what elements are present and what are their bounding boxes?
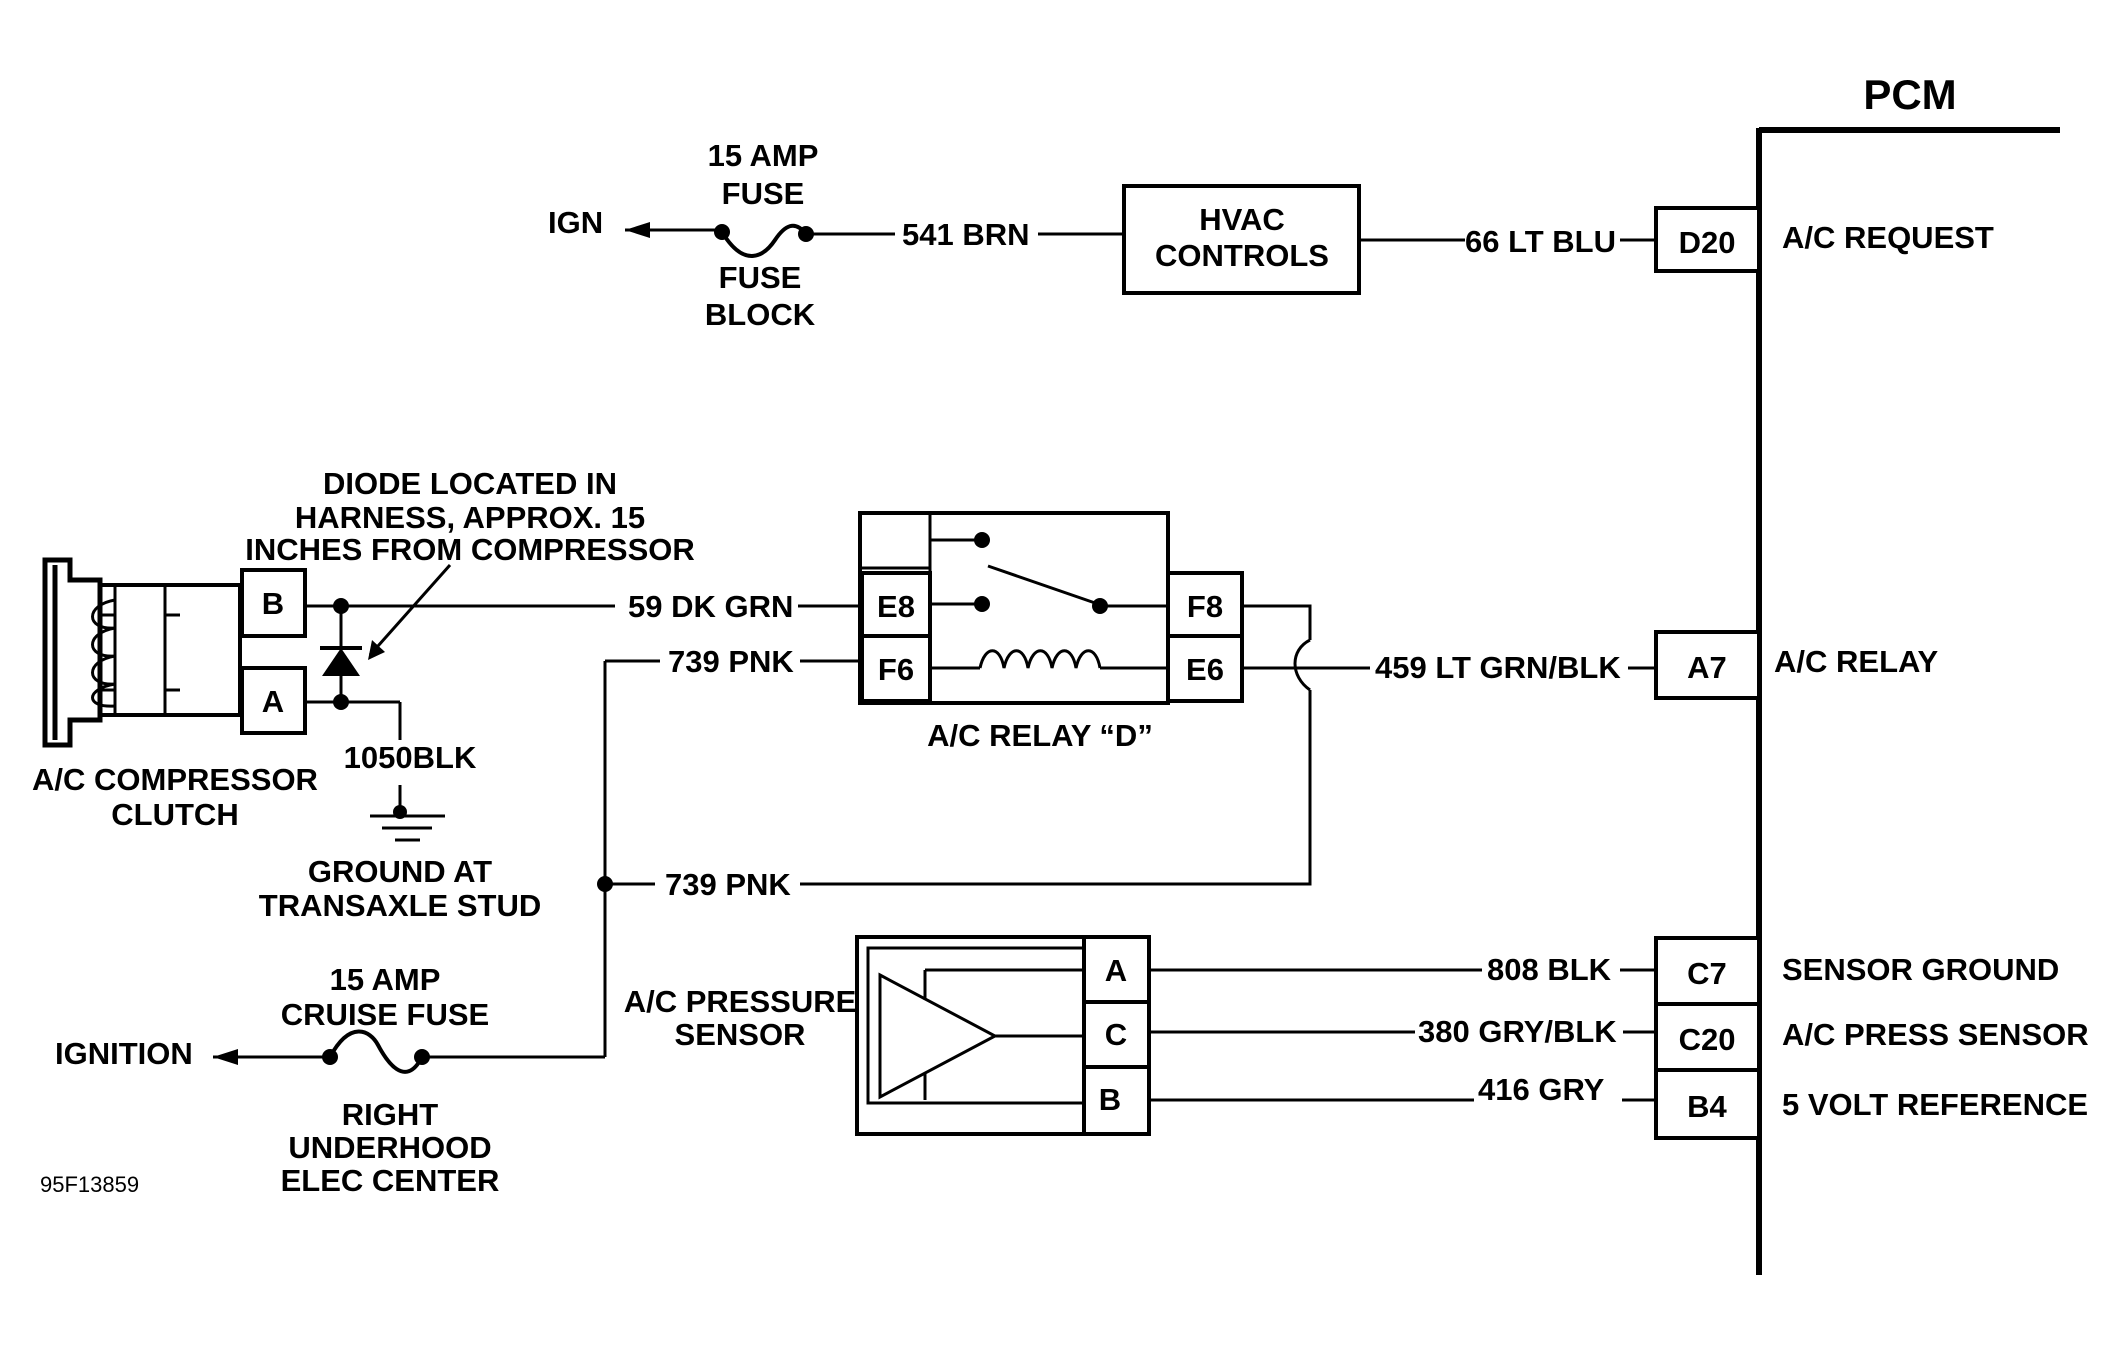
fuse-bottom-rating-1: 15 AMP (330, 962, 441, 997)
pcm-func-sensor-ground: SENSOR GROUND (1782, 952, 2059, 987)
wire-739-a: 739 PNK (668, 644, 794, 679)
fuse-icon (322, 1029, 430, 1074)
wire-416: 416 GRY (1478, 1072, 1605, 1107)
pin-b4: B4 (1687, 1089, 1727, 1124)
wire-459: 459 LT GRN/BLK (1375, 650, 1621, 685)
pcm-terminal-c7: C7 SENSOR GROUND (1654, 936, 2059, 1006)
pcm-terminal-b4: B4 5 VOLT REFERENCE (1654, 1068, 2088, 1140)
compressor-line-1: A/C COMPRESSOR (32, 762, 318, 797)
fuse-top-location-1: FUSE (719, 260, 802, 295)
pcm-func-5v-reference: 5 VOLT REFERENCE (1782, 1087, 2088, 1122)
fuse-bottom-location-1: RIGHT (342, 1097, 439, 1132)
ac-pressure-sensor: A/C PRESSURE SENSOR A C B (624, 935, 1151, 1136)
ground-line-2: TRANSAXLE STUD (259, 888, 541, 923)
relay-name: A/C RELAY “D” (927, 718, 1153, 753)
wire-541: 541 BRN (902, 217, 1030, 252)
pin-a7: A7 (1687, 650, 1727, 685)
ac-compressor-clutch: B A A/C COMPRESSOR CLUTCH (32, 557, 318, 832)
diode-note-2: HARNESS, APPROX. 15 (295, 500, 645, 535)
pcm-terminal-c20: C20 A/C PRESS SENSOR (1654, 1002, 2089, 1072)
fuse-bottom-location-2: UNDERHOOD (288, 1130, 491, 1165)
ground-line-1: GROUND AT (308, 854, 492, 889)
wire-66: 66 LT BLU (1465, 224, 1616, 259)
arrow-left-icon (625, 222, 718, 238)
wire-808: 808 BLK (1487, 952, 1612, 987)
pin-c7: C7 (1687, 956, 1727, 991)
fuse-top-rating-1: 15 AMP (708, 138, 819, 173)
fuse-top-rating-2: FUSE (722, 176, 805, 211)
pcm-terminal-d20: D20 A/C REQUEST (1654, 206, 1994, 273)
sensor-pin-b: B (1099, 1082, 1121, 1117)
clutch-coil-icon (91, 598, 116, 708)
ac-relay-d: E8 F6 F8 E6 A/C RELAY “D” (858, 511, 1244, 753)
ground-icon (370, 805, 445, 842)
pcm-title: PCM (1863, 71, 1956, 118)
diode-note-1: DIODE LOCATED IN (323, 466, 617, 501)
fuse-bottom-location-3: ELEC CENTER (281, 1163, 500, 1198)
pcm-terminal-a7: A7 A/C RELAY (1654, 630, 1939, 700)
wire-59: 59 DK GRN (628, 589, 793, 624)
ign-label: IGN (548, 205, 603, 240)
pcm-func-ac-press-sensor: A/C PRESS SENSOR (1782, 1017, 2089, 1052)
fuse-bottom-rating-2: CRUISE FUSE (281, 997, 489, 1032)
relay-pin-f6: F6 (878, 652, 914, 687)
sensor-line-1: A/C PRESSURE (624, 984, 857, 1019)
sensor-pin-c: C (1105, 1017, 1127, 1052)
pointer-arrow-icon (368, 564, 452, 660)
hvac-controls-box: HVAC CONTROLS (1122, 184, 1361, 295)
fuse-icon (714, 223, 814, 258)
compressor-line-2: CLUTCH (111, 797, 238, 832)
pcm-module: PCM D20 A/C REQUEST A7 A/C RELAY C7 SENS… (1654, 71, 2089, 1275)
ignition-label: IGNITION (55, 1036, 193, 1071)
wire-1050: 1050BLK (344, 740, 477, 775)
pin-d20: D20 (1679, 225, 1736, 260)
wire-380: 380 GRY/BLK (1418, 1014, 1617, 1049)
hvac-line-1: HVAC (1199, 202, 1285, 237)
top-circuit: IGN 15 AMP FUSE FUSE BLOCK 541 BRN HVAC … (548, 138, 1656, 332)
arrow-left-icon (213, 1049, 330, 1065)
figure-id: 95F13859 (40, 1172, 139, 1197)
amplifier-triangle-icon (878, 968, 1084, 1100)
relay-switch-icon (930, 532, 1168, 614)
compressor-pin-b: B (262, 586, 284, 621)
compressor-pin-a: A (262, 684, 284, 719)
fuse-top-location-2: BLOCK (705, 297, 816, 332)
relay-coil-icon (930, 649, 1168, 670)
diode-icon (320, 646, 362, 676)
relay-pin-e6: E6 (1186, 652, 1224, 687)
pcm-func-ac-relay: A/C RELAY (1774, 644, 1939, 679)
hvac-line-2: CONTROLS (1155, 238, 1329, 273)
pcm-func-ac-request: A/C REQUEST (1782, 220, 1994, 255)
relay-pin-e8: E8 (877, 589, 915, 624)
bottom-circuit: IGNITION 15 AMP CRUISE FUSE RIGHT UNDERH… (55, 962, 605, 1198)
sensor-line-2: SENSOR (675, 1017, 806, 1052)
pin-c20: C20 (1679, 1022, 1736, 1057)
sensor-pin-a: A (1105, 953, 1127, 988)
relay-pin-f8: F8 (1187, 589, 1223, 624)
diode-note-3: INCHES FROM COMPRESSOR (245, 532, 695, 567)
wire-739-b: 739 PNK (665, 867, 791, 902)
